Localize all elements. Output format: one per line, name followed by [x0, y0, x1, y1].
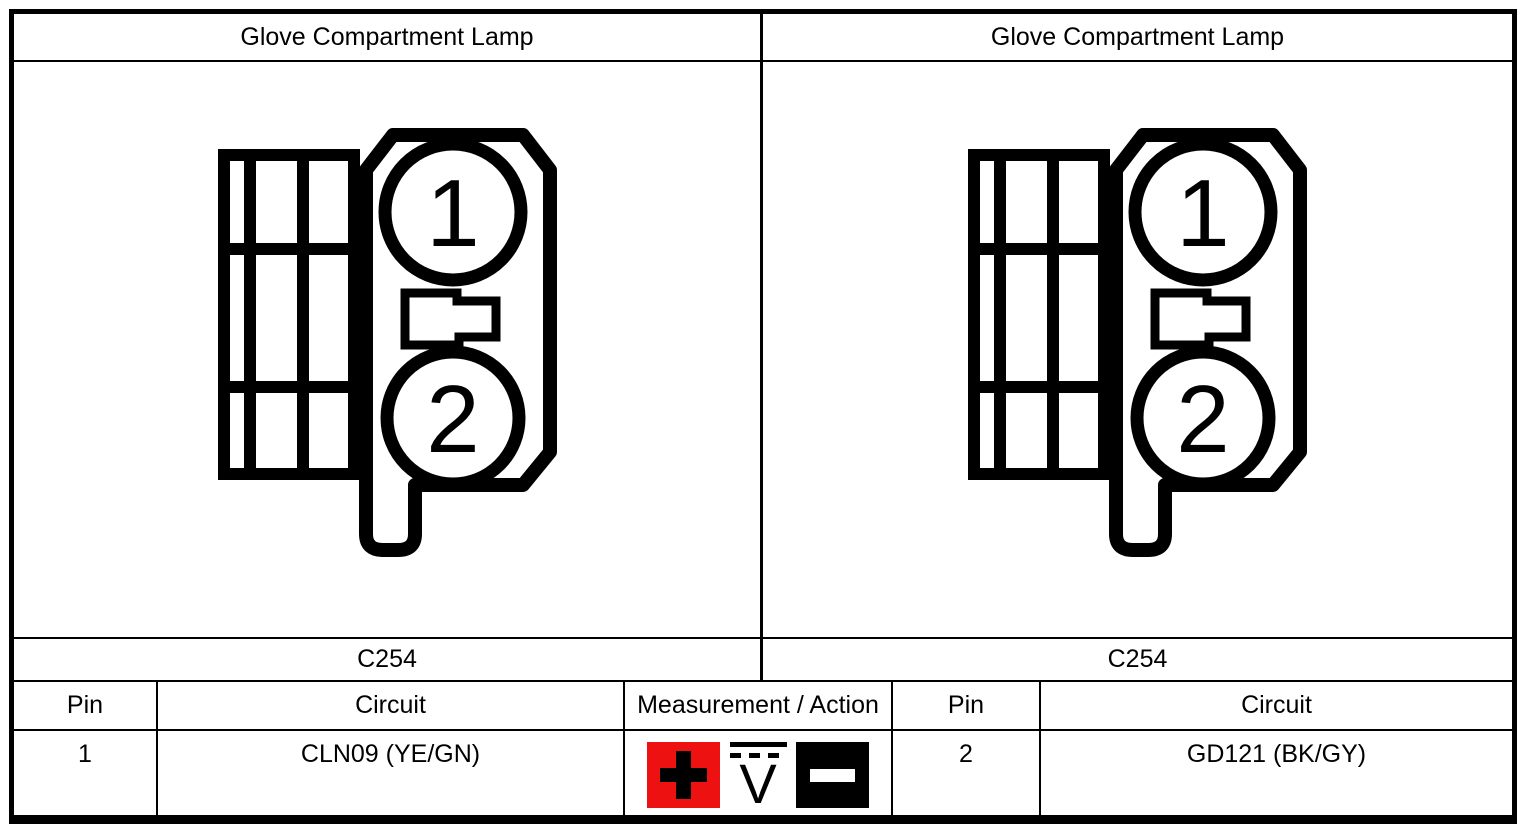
cell-pin-right: 2 — [893, 731, 1041, 815]
negative-probe-icon — [796, 742, 869, 808]
voltmeter-letter: V — [739, 752, 777, 815]
connector-label: C254 — [1107, 645, 1168, 673]
connector-body-icon: 1 2 — [968, 127, 1307, 557]
pin-cavity-1 — [1128, 137, 1278, 286]
cell-circuit-right: GD121 (BK/GY) — [1186, 740, 1367, 768]
cell-measurement-action: V — [625, 731, 893, 815]
pin-cavity-1 — [378, 137, 527, 286]
connector-face-diagram-left: 1 2 — [217, 127, 557, 557]
diagram-panel-left: 1 2 — [14, 62, 763, 637]
panel-title-right: Glove Compartment Lamp — [763, 14, 1512, 60]
pin-cavity-2 — [1130, 345, 1276, 490]
header-pin-left: Pin — [14, 682, 158, 729]
pin-number-1: 1 — [426, 160, 479, 267]
cell-circuit-left: CLN09 (YE/GN) — [158, 731, 625, 815]
page-title: Glove Compartment Lamp — [240, 22, 534, 51]
pin-number-1: 1 — [1176, 160, 1229, 267]
cell-pin-left: 1 — [14, 731, 158, 815]
header-pin-right: Pin — [893, 682, 1041, 729]
connector-pinout-sheet: Glove Compartment Lamp Glove Compartment… — [9, 9, 1517, 824]
positive-probe-icon — [647, 742, 720, 808]
title-row: Glove Compartment Lamp Glove Compartment… — [14, 14, 1512, 62]
connector-label-row: C254 C254 — [14, 639, 1512, 682]
pin-cavity-2 — [380, 345, 525, 490]
pin-number-2: 2 — [1176, 366, 1229, 473]
dc-solid-line — [729, 742, 787, 747]
pin-number-2: 2 — [426, 366, 479, 473]
header-measurement-action: Measurement / Action — [625, 682, 893, 729]
connector-face-diagram-right: 1 2 — [968, 127, 1307, 557]
connector-label-cell-left: C254 — [14, 639, 763, 680]
page-title: Glove Compartment Lamp — [990, 22, 1285, 51]
panel-title-left: Glove Compartment Lamp — [14, 14, 763, 60]
table-data-row: 1 CLN09 (YE/GN) V 2 — [14, 731, 1512, 815]
dc-voltmeter-icon: V — [729, 742, 787, 815]
connector-label-cell-right: C254 — [763, 639, 1512, 680]
keyway-icon — [400, 288, 500, 349]
measurement-symbols: V — [647, 740, 869, 815]
diagram-panel-right: 1 2 — [763, 62, 1512, 637]
header-circuit-left: Circuit — [158, 682, 625, 729]
dc-dashed-line — [729, 753, 787, 758]
table-header-row: Pin Circuit Measurement / Action Pin Cir… — [14, 682, 1512, 731]
header-circuit-right: Circuit — [1241, 691, 1312, 719]
connector-label: C254 — [357, 645, 417, 673]
connector-body-icon: 1 2 — [217, 127, 557, 557]
diagram-row: 1 2 1 2 — [14, 62, 1512, 639]
keyway-icon — [1150, 288, 1251, 349]
